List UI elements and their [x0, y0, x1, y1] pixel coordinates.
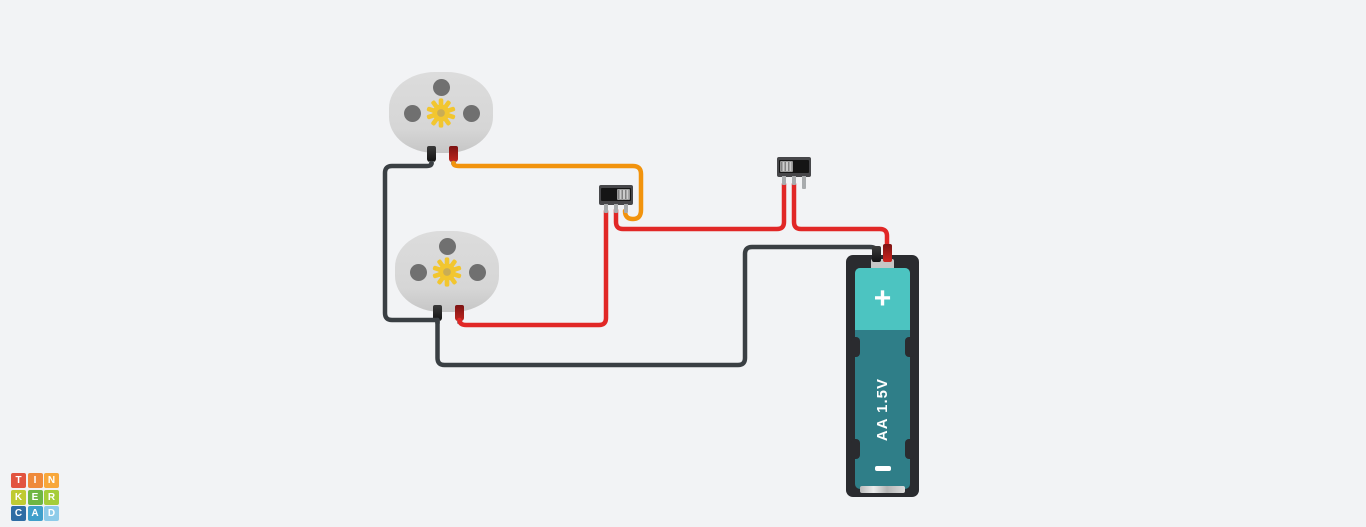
wire-red-switch1-pin2-to-switch2-pin1[interactable]: [613, 181, 787, 232]
dc-motor-1[interactable]: [389, 72, 493, 165]
switch-pin-2[interactable]: [614, 204, 618, 213]
battery-label: AA 1.5V: [874, 377, 891, 442]
gear-icon: [426, 98, 456, 128]
holder-clip: [851, 337, 860, 357]
wire-black-motor2-to-battery-negative[interactable]: [435, 244, 880, 368]
holder-clip: [905, 337, 914, 357]
motor-screw-hole: [432, 78, 450, 96]
wire-orange-motor1-to-switch1-pin3[interactable]: [451, 160, 644, 222]
holder-clip: [851, 439, 860, 459]
logo-tile-e: E: [27, 489, 43, 505]
motor-screw-hole: [403, 104, 421, 122]
logo-tile-i: I: [27, 473, 43, 488]
slide-switch-1[interactable]: [599, 185, 633, 213]
switch-pin-1[interactable]: [604, 204, 608, 213]
switch-pin-3[interactable]: [624, 204, 628, 213]
motor-screw-hole: [468, 263, 486, 281]
switch-slider[interactable]: [617, 188, 630, 200]
battery-cell[interactable]: + AA 1.5V: [855, 268, 910, 489]
motor-screw-hole: [409, 263, 427, 281]
switch-pin-1[interactable]: [782, 176, 786, 185]
switch-pin-3[interactable]: [802, 176, 806, 189]
gear-icon: [432, 257, 462, 287]
logo-tile-k: K: [11, 489, 26, 505]
battery-aa-holder[interactable]: + AA 1.5V: [846, 244, 919, 497]
battery-minus-label: [874, 466, 891, 471]
wire-red-switch2-pin2-to-battery-positive[interactable]: [791, 181, 890, 255]
wire-red-motor2-to-switch1-pin1[interactable]: [457, 208, 609, 328]
slide-switch-2[interactable]: [777, 157, 811, 189]
switch-pin-2[interactable]: [792, 176, 796, 185]
logo-tile-r: R: [44, 489, 59, 505]
logo-tile-c: C: [11, 506, 26, 521]
switch-slider[interactable]: [780, 160, 793, 172]
battery-positive-section: +: [855, 268, 910, 330]
motor-screw-hole: [438, 237, 456, 255]
battery-plus-label: +: [873, 282, 892, 315]
wire-black-motor1-to-motor2[interactable]: [382, 160, 440, 323]
logo-tile-d: D: [44, 506, 59, 521]
battery-spring-contact: [860, 486, 905, 493]
dc-motor-2[interactable]: [395, 231, 499, 324]
battery-terminal-positive[interactable]: [883, 244, 892, 262]
logo-tile-t: T: [11, 473, 26, 488]
holder-clip: [905, 439, 914, 459]
battery-terminal-negative[interactable]: [872, 246, 881, 262]
logo-tile-n: N: [44, 473, 59, 488]
motor-screw-hole: [462, 104, 480, 122]
logo-tile-a: A: [27, 506, 43, 521]
